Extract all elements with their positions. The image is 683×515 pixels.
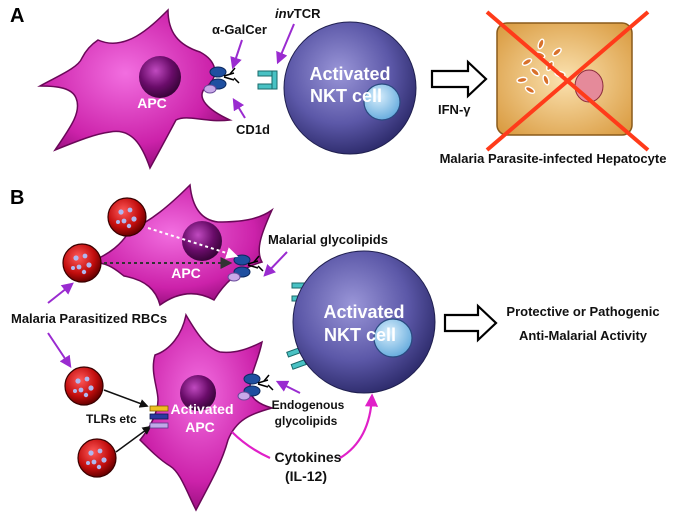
tlr-arrow: [103, 389, 149, 408]
galcer-label: α-GalCer: [212, 22, 267, 37]
cd1d-arrow: [232, 97, 246, 119]
endogenous-line2: glycolipids: [275, 414, 338, 428]
rbc-icon: [62, 243, 102, 283]
tlr-bars-icon: [149, 405, 169, 429]
nkt-cell-icon: [283, 21, 417, 155]
parasitized-rbcs-label: Malaria Parasitized RBCs: [11, 311, 167, 326]
glycolipids-arrow: [263, 251, 288, 277]
nkt-cell-icon: [292, 250, 436, 394]
outcome-line2: Anti-Malarial Activity: [519, 328, 648, 343]
outline-arrow-icon: [430, 59, 488, 99]
tcr-arrow: [276, 23, 295, 65]
apc-label: APC: [137, 95, 167, 111]
apc-cell-icon: [37, 8, 233, 170]
apc-cell-icon: [138, 312, 275, 512]
rbc-arrow: [47, 282, 74, 304]
tcr-label: invTCR: [275, 6, 321, 21]
hepatocyte-label: Malaria Parasite-infected Hepatocyte: [440, 151, 667, 166]
ifn-label: IFN-γ: [438, 102, 471, 117]
endogenous-line1: Endogenous: [272, 398, 345, 412]
activated-apc-line2: APC: [185, 419, 215, 435]
nkt-label-line1: Activated: [323, 302, 404, 322]
cytokine-arrow: [339, 393, 379, 459]
rbc-icon: [77, 438, 117, 478]
cytokines-line2: (IL-12): [285, 468, 327, 484]
cytokines-line1: Cytokines: [275, 449, 342, 465]
rbc-icon: [64, 366, 104, 406]
cd1d-label: CD1d: [236, 122, 270, 137]
cytokine-link: [231, 431, 271, 460]
panel-a-label: A: [10, 5, 24, 27]
hepatocyte-icon: [485, 10, 650, 152]
tlr-arrow: [115, 425, 152, 453]
outcome-line1: Protective or Pathogenic: [506, 304, 659, 319]
galcer-arrow: [230, 39, 243, 70]
tlrs-label: TLRs etc: [86, 412, 137, 426]
rbc-icon: [107, 197, 147, 237]
activated-apc-line1: Activated: [170, 401, 233, 417]
endogenous-arrow: [275, 380, 301, 394]
outline-arrow-icon: [443, 303, 498, 343]
malarial-glycolipids-label: Malarial glycolipids: [268, 232, 388, 247]
nkt-label-line1: Activated: [309, 64, 390, 84]
rbc-arrow: [47, 332, 72, 368]
nkt-label-line2: NKT cell: [324, 325, 396, 345]
tcr-receptor-icon: [257, 70, 278, 90]
panel-b-label: B: [10, 187, 24, 209]
apc-label: APC: [171, 265, 201, 281]
nkt-label-line2: NKT cell: [310, 86, 382, 106]
